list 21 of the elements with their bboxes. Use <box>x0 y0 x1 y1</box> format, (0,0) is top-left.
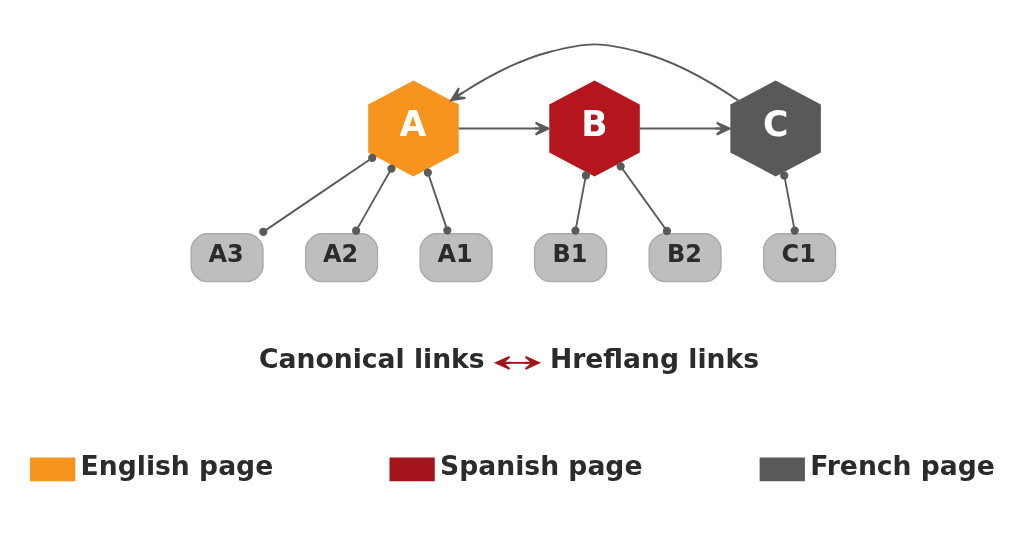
node-box: C1 <box>762 232 837 282</box>
arrow <box>457 121 550 135</box>
node-box: A1 <box>419 232 493 282</box>
node-box: B1 <box>533 232 608 282</box>
node-text: Hreflang links <box>549 342 760 374</box>
arrow <box>450 42 740 101</box>
arrow <box>495 355 540 370</box>
node-box: B2 <box>648 232 722 282</box>
node-box: A2 <box>304 232 379 282</box>
node-box: A3 <box>190 232 264 282</box>
connector <box>780 170 799 235</box>
connector <box>352 163 396 235</box>
legend-label: Spanish page <box>440 449 643 481</box>
legend-label: French page <box>810 449 995 481</box>
connector <box>616 161 672 235</box>
connector <box>423 167 452 234</box>
node-text: Canonical links <box>259 342 485 374</box>
connector <box>571 170 591 235</box>
legend-label: English page <box>80 449 274 481</box>
connector <box>259 153 377 236</box>
arrow <box>638 121 731 135</box>
